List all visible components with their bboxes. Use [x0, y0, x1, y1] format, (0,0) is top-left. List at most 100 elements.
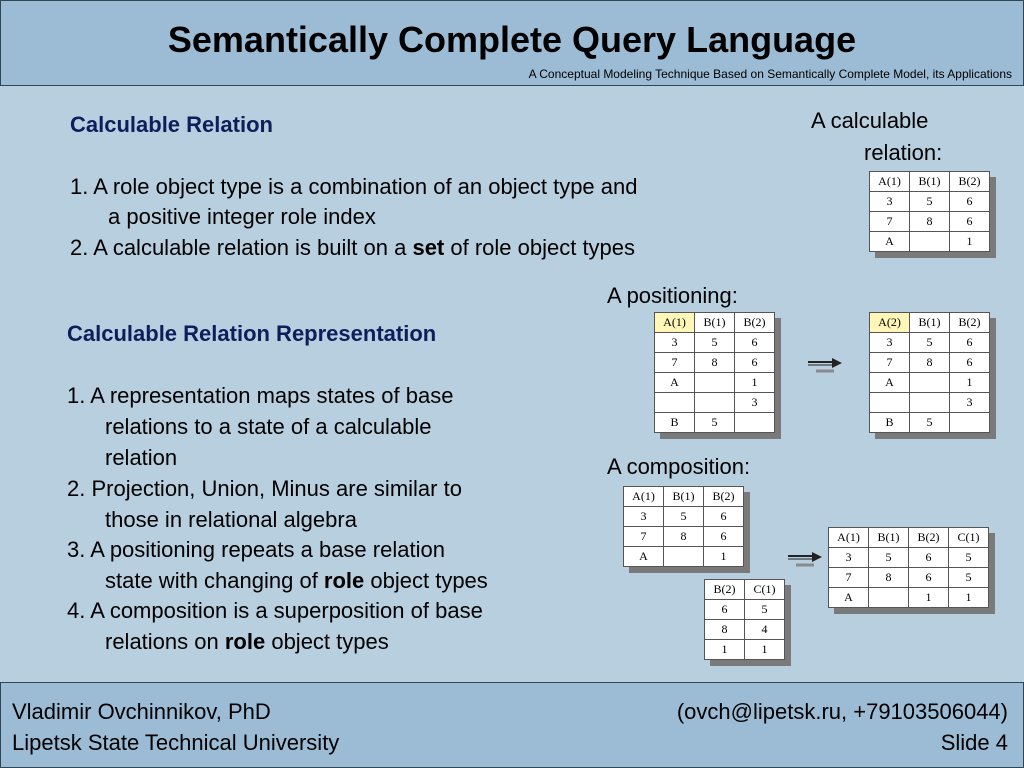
- table-cell: [694, 372, 735, 393]
- section1-line-3-suffix: of role object types: [444, 235, 636, 260]
- table-cell: 8: [663, 526, 704, 547]
- table-cell: 3: [869, 332, 910, 353]
- table-cell: 1: [949, 231, 990, 252]
- table-cell: 5: [744, 599, 785, 620]
- table-row: 3: [654, 392, 775, 413]
- slide-footer: [0, 682, 1024, 768]
- table-cell: 1: [704, 639, 745, 660]
- section2-line-8: 4. A composition is a superposition of b…: [67, 598, 483, 623]
- table-cell: 6: [949, 191, 990, 212]
- section2-line-5: those in relational algebra: [105, 507, 357, 532]
- table-header-cell: A(1): [869, 171, 910, 192]
- table-header-cell: B(1): [909, 171, 950, 192]
- table-cell: 8: [694, 352, 735, 373]
- slide-header: [0, 0, 1024, 86]
- section2-line-1: 1. A representation maps states of base: [67, 383, 454, 408]
- table-cell: 6: [703, 526, 744, 547]
- table-cell: 5: [909, 332, 950, 353]
- table-cell: 7: [869, 211, 910, 232]
- table-cell: 7: [623, 526, 664, 547]
- label-calculable-relation-1: A calculable: [811, 108, 929, 133]
- table-cell: [909, 392, 950, 413]
- footer-university: Lipetsk State Technical University: [12, 730, 340, 755]
- section2-line-2: relations to a state of a calculable: [105, 414, 432, 439]
- table-cell: 7: [869, 352, 910, 373]
- table-cell: A: [869, 231, 910, 252]
- table-header-cell: B(2): [949, 312, 990, 333]
- table-cell: 6: [703, 506, 744, 527]
- section2-line-7-suffix: object types: [364, 568, 488, 593]
- table-cell: 5: [948, 567, 989, 588]
- table-cell: 5: [868, 547, 909, 568]
- table-cell: 5: [694, 332, 735, 353]
- table-cell: 8: [704, 619, 745, 640]
- table-cell: [663, 546, 704, 567]
- positioning-arrow-icon: [808, 358, 842, 373]
- section2-line-4: 2. Projection, Union, Minus are similar …: [67, 476, 462, 501]
- table-header-row: A(1)B(1)B(2): [623, 486, 744, 507]
- table-row: 3: [869, 392, 990, 413]
- table-cell: [694, 392, 735, 413]
- table-header-cell: B(1): [868, 527, 909, 548]
- table-header-cell: B(2): [704, 579, 745, 600]
- table-cell: [868, 587, 909, 608]
- table-cell: 6: [949, 332, 990, 353]
- table-cell: 1: [948, 587, 989, 608]
- table-cell: 3: [828, 547, 869, 568]
- table-header-cell: A(1): [623, 486, 664, 507]
- table-cell: [909, 372, 950, 393]
- table-cell: 6: [949, 352, 990, 373]
- section2-bold-role-1: role: [323, 568, 365, 593]
- slide-title: Semantically Complete Query Language: [167, 19, 857, 60]
- footer-slide-number: Slide 4: [940, 730, 1008, 755]
- section1-line-1: 1. A role object type is a combination o…: [70, 174, 638, 199]
- table-cell: 3: [949, 392, 990, 413]
- table-cell: A: [654, 372, 695, 393]
- table-cell: 3: [734, 392, 775, 413]
- label-calculable-relation-2: relation:: [864, 140, 943, 165]
- table-cell: 6: [734, 352, 775, 373]
- table-cell: 6: [949, 211, 990, 232]
- table-cell: 1: [908, 587, 949, 608]
- table-cell: 8: [909, 352, 950, 373]
- label-positioning: A positioning:: [607, 283, 738, 308]
- table-header-row: A(1)B(1)B(2): [869, 171, 990, 192]
- table-cell: 6: [908, 567, 949, 588]
- section1-bold-set: set: [412, 235, 445, 260]
- table-header-cell: B(1): [909, 312, 950, 333]
- slide-subtitle: A Conceptual Modeling Technique Based on…: [528, 67, 1012, 81]
- table-cell: B: [869, 412, 910, 433]
- table-cell: [909, 231, 950, 252]
- table-cell: [734, 412, 775, 433]
- section2-line-9: relations on role object types: [105, 631, 389, 653]
- table-cell: 6: [908, 547, 949, 568]
- table-cell: 8: [868, 567, 909, 588]
- table-cell: 5: [909, 191, 950, 212]
- table-cell: 6: [704, 599, 745, 620]
- section2-line-7: state with changing of role object types: [105, 570, 488, 592]
- table-header-cell: A(2): [869, 312, 910, 333]
- table-cell: [654, 392, 695, 413]
- table-cell: 5: [948, 547, 989, 568]
- table-cell: 5: [694, 412, 735, 433]
- table-cell: 5: [909, 412, 950, 433]
- section-representation-title: Calculable Relation Representation: [67, 321, 437, 346]
- table-cell: 1: [734, 372, 775, 393]
- table-header-row: A(1)B(1)B(2): [654, 312, 775, 333]
- section-calculable-relation-title: Calculable Relation: [70, 112, 273, 137]
